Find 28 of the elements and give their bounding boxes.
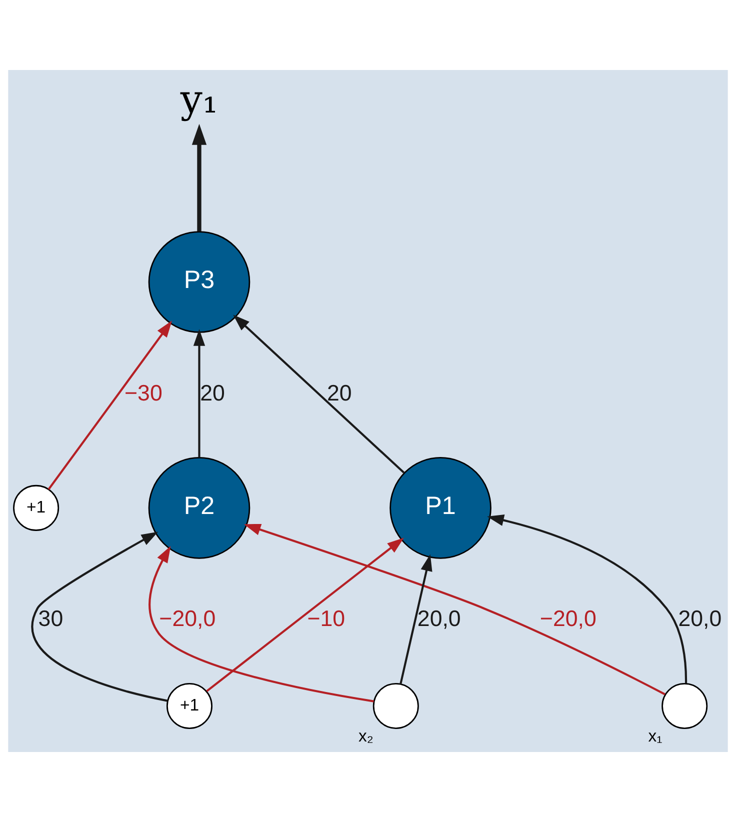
node-circle: P2 <box>148 456 250 558</box>
node-circle: P1 <box>390 456 492 558</box>
edge-label: 30 <box>38 606 64 631</box>
arrow <box>233 314 405 473</box>
edge-label: −10 <box>307 606 346 631</box>
arrow <box>244 523 666 695</box>
node-label: x₁ <box>648 726 662 746</box>
node-circle <box>662 682 708 728</box>
arrow <box>192 123 207 231</box>
arrow <box>148 545 374 702</box>
edge-label: 20,0 <box>678 606 722 631</box>
arrow <box>487 514 688 683</box>
node-text: y₁ <box>180 76 218 122</box>
node-label: x₂ <box>358 726 374 746</box>
arrow <box>32 531 168 702</box>
node-circle <box>372 682 419 728</box>
edge-label: −20,0 <box>159 606 216 631</box>
arrow <box>48 320 172 490</box>
node-circle: +1 <box>166 682 212 728</box>
edge-label: 20,0 <box>417 606 461 631</box>
edge-label: −30 <box>124 380 162 405</box>
arrow <box>193 328 206 458</box>
edge-label: 20 <box>200 380 225 405</box>
edge-label: 20 <box>327 380 352 405</box>
edge-label: −20,0 <box>540 606 596 631</box>
arrow <box>400 554 432 684</box>
node-circle: +1 <box>13 484 60 530</box>
arrow <box>206 537 404 692</box>
